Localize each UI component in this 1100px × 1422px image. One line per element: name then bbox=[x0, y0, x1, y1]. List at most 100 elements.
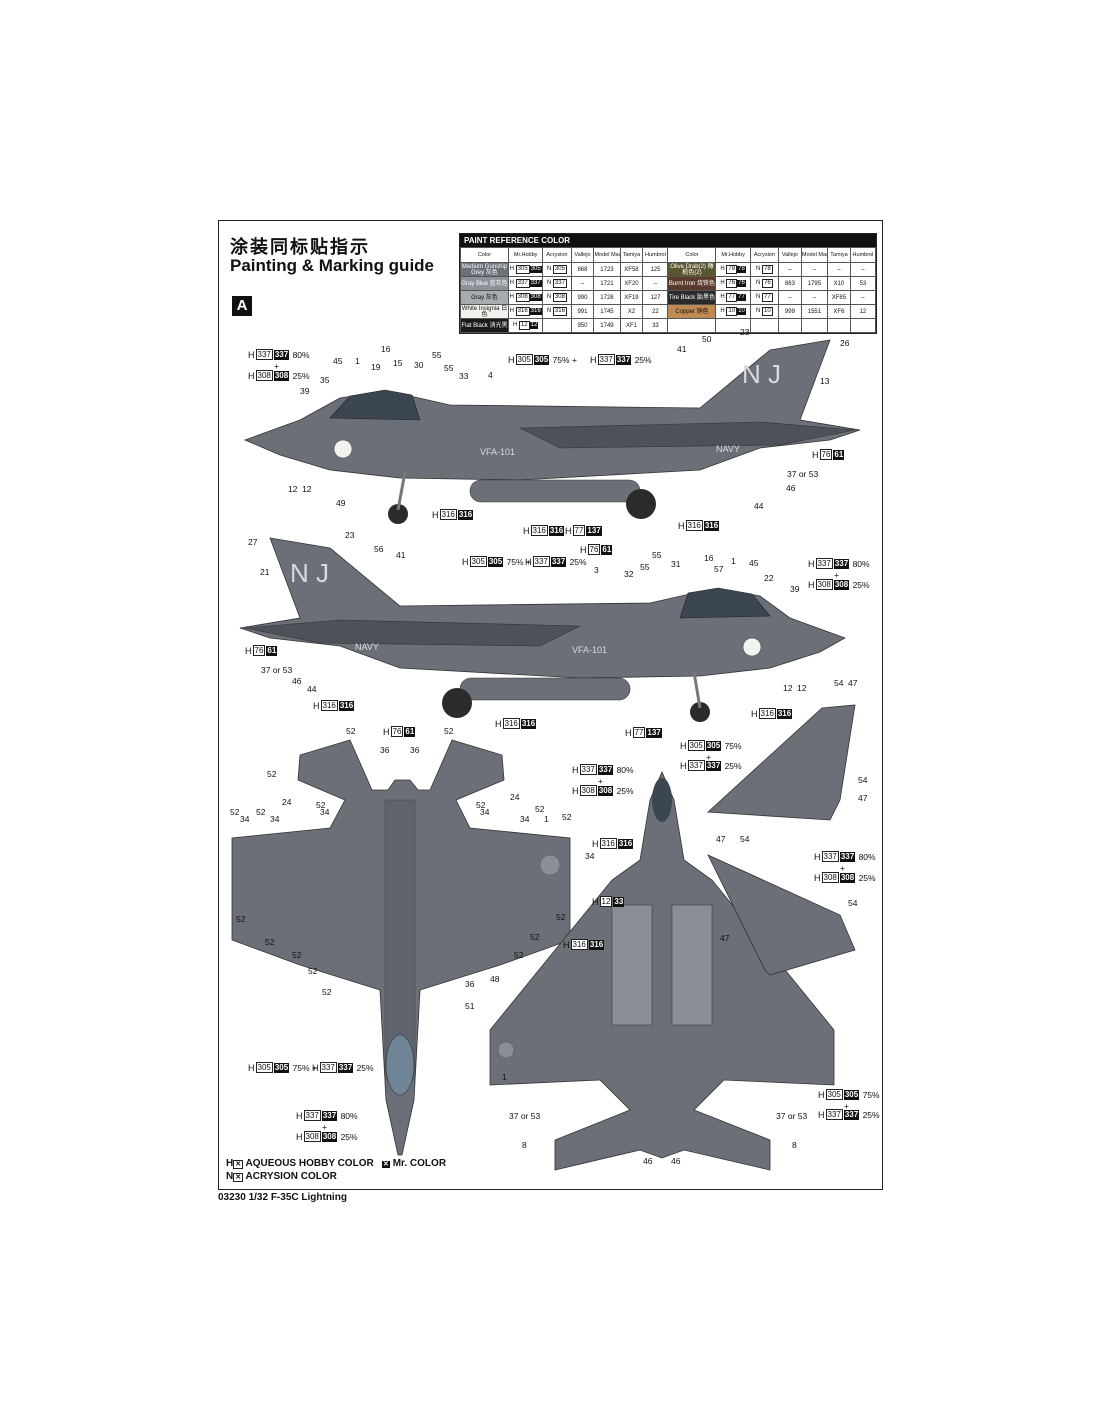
callout-code-box-mr: 337 bbox=[839, 851, 856, 862]
callout-h-prefix: H bbox=[495, 718, 502, 729]
paint-code-box: 337 bbox=[552, 279, 567, 288]
paint-code-box-mr: 305 bbox=[529, 266, 542, 273]
paint-code-box: 305 bbox=[552, 265, 567, 274]
paint-code-prefix: H bbox=[512, 322, 519, 328]
part-number-label: 34 bbox=[240, 814, 250, 824]
callout-plus: + bbox=[322, 1122, 327, 1132]
paint-code-cell: N 78 bbox=[749, 262, 779, 277]
callout-h-prefix: H bbox=[312, 1062, 319, 1073]
part-number-label: 57 bbox=[714, 564, 724, 574]
callout-code-box-mr: 316 bbox=[703, 520, 720, 531]
callout-code-box-mr: 305 bbox=[533, 354, 550, 365]
callout-code-box: 308 bbox=[255, 370, 273, 381]
callout-code-box-mr: 316 bbox=[617, 838, 634, 849]
part-number-label: 37 or 53 bbox=[261, 665, 292, 675]
callout-percent: 25% bbox=[856, 872, 876, 883]
nose-wheel-upper bbox=[388, 504, 408, 524]
paint-code-prefix: N bbox=[756, 308, 763, 314]
callout-percent: 80% bbox=[338, 1110, 358, 1121]
callout-code-box-mr: 61 bbox=[266, 645, 278, 656]
bottom-view-roundel bbox=[497, 1041, 515, 1059]
paint-empty-cell bbox=[800, 318, 828, 333]
callout-h-prefix: H bbox=[680, 740, 687, 751]
part-number-label: 15 bbox=[393, 358, 403, 368]
scheme-badge: A bbox=[232, 296, 252, 316]
callout-percent: 25% bbox=[722, 760, 742, 771]
part-number-label: 44 bbox=[307, 684, 317, 694]
part-number-label: 52 bbox=[346, 726, 356, 736]
callout-code-box: 337 bbox=[303, 1110, 321, 1121]
callout-code-box: 337 bbox=[597, 354, 615, 365]
part-number-label: 52 bbox=[530, 932, 540, 942]
nose-strut-lower bbox=[692, 671, 702, 709]
side-view-right: N J VFA-101 NAVY bbox=[239, 537, 846, 722]
top-view-canopy bbox=[385, 1034, 415, 1096]
callout-h-prefix: H bbox=[525, 556, 532, 567]
callout-code-box-mr: 308 bbox=[321, 1131, 338, 1142]
part-number-label: 34 bbox=[520, 814, 530, 824]
callout-percent: 25% bbox=[850, 579, 870, 590]
part-number-label: 47 bbox=[848, 678, 858, 688]
paint-code-prefix: N bbox=[546, 280, 553, 286]
part-number-label: 54 bbox=[858, 775, 868, 785]
paint-code-prefix: N bbox=[756, 280, 763, 286]
squadron-mark-upper: VFA-101 bbox=[480, 447, 515, 457]
part-number-label: 52 bbox=[514, 950, 524, 960]
callout-code-box-mr: 316 bbox=[457, 509, 474, 520]
callout-h-prefix: H bbox=[248, 370, 255, 381]
part-number-label: 56 bbox=[374, 544, 384, 554]
callout-percent: 75% + bbox=[290, 1062, 317, 1073]
callout-code-box-mr: 308 bbox=[273, 370, 290, 381]
callout-percent: 80% bbox=[850, 558, 870, 569]
callout-code-box: 316 bbox=[502, 718, 520, 729]
legend-mr-color-icon: ✕ bbox=[382, 1161, 390, 1168]
part-number-label: 1 bbox=[355, 356, 360, 366]
paint-code-cell: N 305 bbox=[542, 262, 572, 277]
callout-code-box: 77 bbox=[572, 525, 586, 536]
part-number-label: 12 bbox=[288, 484, 298, 494]
callout-plus: + bbox=[840, 863, 845, 873]
callout-plus: + bbox=[834, 570, 839, 580]
callout-code-box: 305 bbox=[687, 740, 705, 751]
part-number-label: 46 bbox=[786, 483, 796, 493]
part-number-label: 51 bbox=[465, 1001, 475, 1011]
paint-swatch: Flat Black 消光黑 bbox=[460, 318, 509, 333]
part-number-label: 34 bbox=[270, 814, 280, 824]
part-number-label: 16 bbox=[704, 553, 714, 563]
paint-code-box-mr: 78 bbox=[737, 266, 746, 273]
callout-code-box-mr: 337 bbox=[843, 1109, 860, 1120]
paint-code-box: 308 bbox=[515, 293, 530, 302]
callout-percent: 25% bbox=[290, 370, 310, 381]
callout-percent: 25% bbox=[614, 785, 634, 796]
callout-code-box-mr: 337 bbox=[833, 558, 850, 569]
part-number-label: 26 bbox=[840, 338, 850, 348]
callout-h-prefix: H bbox=[580, 544, 587, 555]
paint-code-prefix: H bbox=[720, 280, 727, 286]
callout-percent: 25% bbox=[860, 1109, 880, 1120]
paint-code-prefix: H bbox=[509, 308, 516, 314]
nose-strut-upper bbox=[396, 471, 407, 511]
part-number-label: 52 bbox=[236, 914, 246, 924]
drop-tank-upper bbox=[469, 479, 641, 503]
callout-h-prefix: H bbox=[814, 851, 821, 862]
navy-mark-upper: NAVY bbox=[716, 444, 740, 454]
page-footer: 03230 1/32 F-35C Lightning bbox=[218, 1192, 347, 1203]
callout-h-prefix: H bbox=[592, 896, 599, 907]
legend-n-key: N bbox=[226, 1171, 234, 1182]
legend-acrysion: ACRYSION COLOR bbox=[245, 1171, 337, 1182]
part-number-label: 50 bbox=[702, 334, 712, 344]
callout-h-prefix: H bbox=[812, 449, 819, 460]
wing-lower bbox=[244, 619, 581, 647]
paint-code-cell: N 10 bbox=[749, 304, 779, 319]
paint-swatch: White Insignia 白色 bbox=[460, 304, 509, 319]
roundel-upper bbox=[333, 439, 353, 459]
paint-code-box-mr: 76 bbox=[737, 280, 746, 287]
